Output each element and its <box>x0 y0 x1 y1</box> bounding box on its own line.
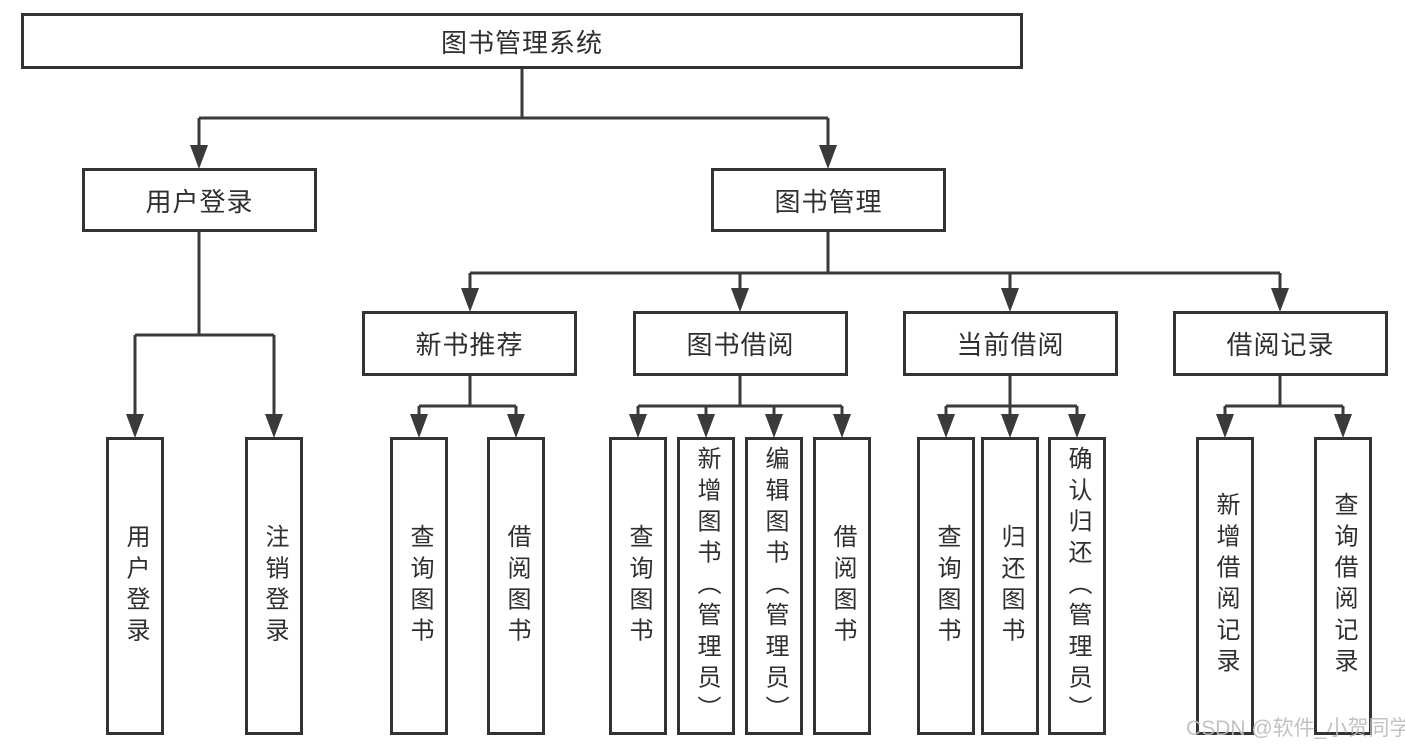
node-leaf-user-login-label: 用户登录 <box>122 523 149 649</box>
node-leaf-br-add-record-label: 新增借阅记录 <box>1212 492 1239 680</box>
node-leaf-nb-borrow-book-label: 借阅图书 <box>503 523 530 649</box>
node-leaf-cb-query-book: 查询图书 <box>917 437 975 735</box>
node-current-borrowing-label: 当前借阅 <box>956 330 1065 360</box>
node-leaf-nb-query-book-label: 查询图书 <box>406 523 433 649</box>
node-user-login-label: 用户登录 <box>145 186 254 217</box>
node-borrowing-records: 借阅记录 <box>1173 311 1388 376</box>
node-leaf-cb-query-book-label: 查询图书 <box>933 523 960 649</box>
node-leaf-cb-confirm-return-admin: 确认归还（管理员） <box>1048 437 1106 735</box>
node-new-book-recommend-label: 新书推荐 <box>415 330 524 360</box>
node-leaf-nb-query-book: 查询图书 <box>390 437 448 735</box>
node-library-system-label: 图书管理系统 <box>440 27 603 58</box>
node-book-management-label: 图书管理 <box>774 186 883 217</box>
node-leaf-br-add-record: 新增借阅记录 <box>1196 437 1254 735</box>
node-leaf-logout-label: 注销登录 <box>261 523 288 649</box>
node-leaf-user-login: 用户登录 <box>106 437 164 735</box>
node-leaf-bb-edit-book-admin-label: 编辑图书（管理员） <box>761 445 788 727</box>
node-book-borrowing: 图书借阅 <box>633 311 848 376</box>
node-user-login: 用户登录 <box>82 168 317 232</box>
node-borrowing-records-label: 借阅记录 <box>1226 330 1335 360</box>
node-leaf-bb-query-book: 查询图书 <box>609 437 667 735</box>
watermark: CSDN @软件_小贺同学 <box>1186 717 1405 740</box>
node-leaf-br-query-record-label: 查询借阅记录 <box>1330 492 1357 680</box>
node-leaf-bb-borrow-book-label: 借阅图书 <box>829 523 856 649</box>
node-library-system: 图书管理系统 <box>21 13 1023 69</box>
node-leaf-bb-add-book-admin-label: 新增图书（管理员） <box>693 445 720 727</box>
node-leaf-cb-return-book-label: 归还图书 <box>997 523 1024 649</box>
node-leaf-bb-edit-book-admin: 编辑图书（管理员） <box>745 437 803 735</box>
node-leaf-nb-borrow-book: 借阅图书 <box>487 437 545 735</box>
node-leaf-logout: 注销登录 <box>245 437 303 735</box>
node-leaf-cb-confirm-return-admin-label: 确认归还（管理员） <box>1064 445 1091 727</box>
node-book-borrowing-label: 图书借阅 <box>686 330 795 360</box>
node-new-book-recommend: 新书推荐 <box>362 311 577 376</box>
node-current-borrowing: 当前借阅 <box>903 311 1118 376</box>
node-leaf-br-query-record: 查询借阅记录 <box>1314 437 1372 735</box>
node-leaf-bb-query-book-label: 查询图书 <box>625 523 652 649</box>
node-leaf-cb-return-book: 归还图书 <box>981 437 1039 735</box>
node-leaf-bb-borrow-book: 借阅图书 <box>813 437 871 735</box>
node-book-management: 图书管理 <box>711 168 946 232</box>
node-leaf-bb-add-book-admin: 新增图书（管理员） <box>677 437 735 735</box>
